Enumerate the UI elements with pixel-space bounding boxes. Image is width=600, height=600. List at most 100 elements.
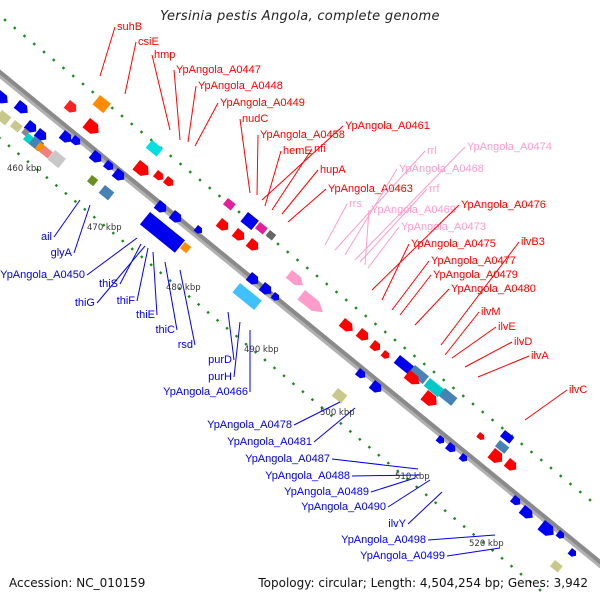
tick-mark <box>520 442 524 446</box>
gene-label-reverse: YpAngola_A0450 <box>0 269 85 281</box>
gene-feature-reverse <box>555 530 565 539</box>
gene-feature-reverse <box>69 135 81 146</box>
gene-label-leader <box>331 458 419 470</box>
gene-feature-forward <box>222 198 236 211</box>
tick-mark <box>403 346 407 350</box>
gene-label-leader <box>370 477 416 493</box>
tick-mark <box>102 223 106 227</box>
tick-mark <box>386 461 390 465</box>
gene-label-leader <box>354 146 466 261</box>
gene-feature-reverse-shape <box>509 495 521 506</box>
gene-feature-forward-shape <box>438 388 458 406</box>
gene-feature-forward-shape <box>240 212 259 231</box>
gene-feature-reverse-shape <box>270 292 280 301</box>
gene-label-leader <box>256 134 259 196</box>
tick-mark <box>462 524 466 529</box>
kbp-scale-label: 500 kbp <box>320 408 355 418</box>
tick-mark <box>539 458 543 462</box>
gene-label-forward: csiE <box>138 36 159 48</box>
gene-label-reverse: purH <box>208 371 232 383</box>
kbp-scale-label: 460 kbp <box>7 164 42 174</box>
tick-mark <box>169 154 173 158</box>
tick-mark <box>206 310 210 315</box>
tick-mark <box>412 354 417 358</box>
tick-mark <box>373 322 378 326</box>
tick-mark <box>198 178 202 182</box>
gene-feature-forward-shape <box>499 430 515 444</box>
gene-feature-forward-shape <box>245 238 259 251</box>
gene-feature-forward <box>297 290 323 313</box>
gene-label-leader <box>414 288 450 326</box>
gene-feature-reverse-shape <box>0 90 8 104</box>
gene-feature-forward-shape <box>503 458 517 471</box>
gene-label-forward: ilvC <box>569 384 587 396</box>
gene-feature-reverse-shape <box>444 442 456 453</box>
tick-mark <box>500 556 504 560</box>
gene-label-forward: ilvB3 <box>521 236 545 248</box>
gene-label-leader <box>324 203 348 246</box>
tick-mark <box>315 274 319 278</box>
tick-mark <box>301 390 305 394</box>
tick-mark <box>178 162 183 166</box>
gene-label-leader <box>233 321 241 378</box>
gene-feature-forward-shape <box>231 228 245 241</box>
gene-feature-forward <box>499 430 515 444</box>
gene-label-forward: YpAngola_A0468 <box>399 163 484 175</box>
gene-label-leader <box>313 407 356 443</box>
gene-feature-reverse <box>509 495 521 506</box>
gene-feature-reverse <box>245 272 259 285</box>
gene-feature-forward <box>285 270 303 286</box>
gene-label-reverse: YpAngola_A0487 <box>245 453 330 465</box>
gene-feature-reverse <box>368 380 382 393</box>
gene-label-reverse: purD <box>208 354 232 366</box>
gene-feature-forward-shape <box>297 290 323 313</box>
tick-mark <box>177 286 182 291</box>
gene-feature-forward-shape <box>265 230 277 241</box>
tick-mark <box>217 194 222 198</box>
gene-label-leader <box>239 118 251 194</box>
tick-mark <box>208 186 212 190</box>
gene-feature-reverse <box>98 185 115 201</box>
gene-feature-forward <box>476 432 485 440</box>
kbp-scale-label: 490 kbp <box>244 345 279 355</box>
gene-label-forward: YpAngola_A0473 <box>401 221 486 233</box>
gene-feature-reverse <box>270 292 280 301</box>
tick-mark <box>253 350 258 354</box>
gene-feature-forward-shape <box>162 176 174 187</box>
gene-feature-reverse <box>88 150 102 163</box>
gene-feature-forward-shape <box>403 370 420 385</box>
gene-label-leader <box>359 188 428 263</box>
gene-feature-reverse <box>47 150 66 169</box>
gene-label-forward: YpAngola_A0476 <box>461 199 546 211</box>
gene-label-leader <box>381 243 410 301</box>
tick-mark <box>364 314 368 318</box>
gene-label-reverse: YpAngola_A0489 <box>284 486 369 498</box>
gene-feature-reverse-shape <box>435 435 445 444</box>
gene-feature-reverse <box>549 560 563 573</box>
gene-label-leader <box>179 269 196 346</box>
kbp-scale-label: 470 kbp <box>87 223 122 233</box>
gene-feature-forward <box>162 176 174 187</box>
tick-mark <box>244 342 248 346</box>
gene-feature-forward-shape <box>145 140 163 157</box>
gene-feature-reverse <box>354 368 366 379</box>
gene-feature-reverse-shape <box>537 520 554 536</box>
accession-text: Accession: NC_010159 <box>9 576 146 590</box>
tick-mark <box>140 255 144 259</box>
gene-feature-reverse <box>39 146 53 159</box>
gene-label-leader <box>264 150 282 207</box>
gene-feature-reverse <box>193 225 203 234</box>
gene-feature-reverse <box>168 210 182 223</box>
tick-mark <box>73 199 78 204</box>
gene-label-leader <box>96 245 146 304</box>
tick-mark <box>158 271 163 275</box>
gene-feature-reverse-shape <box>13 100 28 114</box>
gene-label-leader <box>371 204 460 291</box>
tick-mark <box>139 130 144 134</box>
tick-mark <box>110 106 114 110</box>
gene-label-forward: YpAngola_A0469 <box>371 204 456 216</box>
tick-mark <box>45 175 49 180</box>
gene-label-leader <box>152 251 158 316</box>
tick-mark <box>568 482 573 486</box>
